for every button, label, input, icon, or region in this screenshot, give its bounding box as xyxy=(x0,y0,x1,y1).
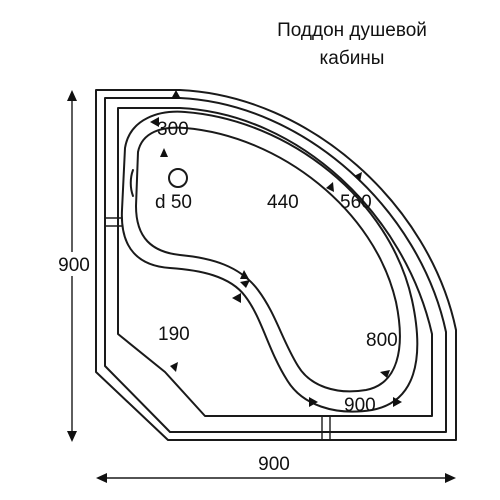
arrow-900-left-icon xyxy=(309,397,318,407)
arrow-top-icon xyxy=(171,90,181,99)
arrow-mid-down-icon xyxy=(240,280,250,288)
arrow-down-icon xyxy=(67,431,77,442)
arrow-800-icon xyxy=(380,370,390,378)
arrow-step-icon xyxy=(170,362,178,372)
tray-floor-outline xyxy=(117,107,433,417)
arrow-left-icon xyxy=(96,473,107,483)
tray-outer-outline xyxy=(95,89,457,441)
arrow-diag-right-icon xyxy=(354,172,362,182)
title-line-1: Поддон душевой xyxy=(277,20,427,41)
dim-label-560: 560 xyxy=(340,192,372,213)
dim-label-190: 190 xyxy=(158,324,190,345)
dim-label-800: 800 xyxy=(366,330,398,351)
dim-label-d50: d 50 xyxy=(155,192,192,213)
channel-outer-outline xyxy=(120,110,419,413)
arrow-mid-up-icon xyxy=(240,270,249,279)
arrow-channel-down-icon xyxy=(160,148,168,157)
arrow-channel-left-icon xyxy=(150,117,159,127)
arrow-diag-left-icon xyxy=(326,182,334,192)
arrow-mid-left-icon xyxy=(232,293,241,303)
dim-label-bg xyxy=(50,252,94,276)
dim-label-width-900: 900 xyxy=(258,454,290,475)
arrow-900-right-icon xyxy=(393,397,402,407)
drain-slot-icon xyxy=(129,169,134,197)
dim-label-440: 440 xyxy=(267,192,299,213)
drain-icon xyxy=(168,168,188,188)
dim-label-bg-2 xyxy=(252,453,298,475)
title-line-2: кабины xyxy=(320,48,385,69)
channel-inner-outline xyxy=(135,126,401,393)
tray-rim-outline xyxy=(104,97,447,433)
dim-label-height-900: 900 xyxy=(58,255,90,276)
arrow-up-icon xyxy=(67,90,77,101)
arrow-right-icon xyxy=(445,473,456,483)
dim-label-300: 300 xyxy=(157,119,189,140)
dim-label-900-inner: 900 xyxy=(344,395,376,416)
